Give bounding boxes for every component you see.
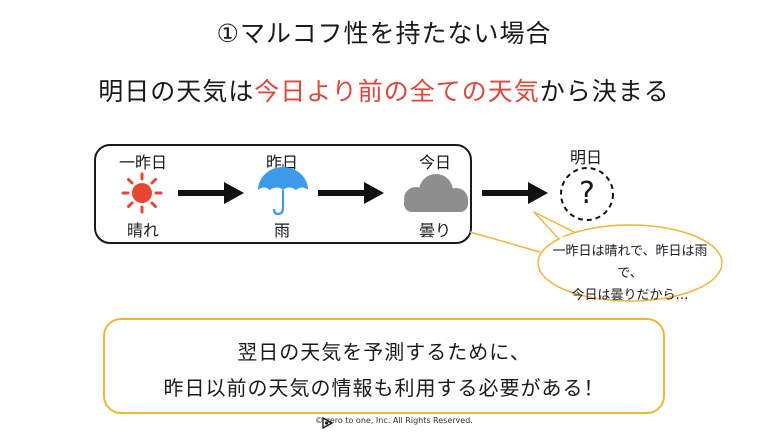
- subtitle-highlight: 今日より前の全ての天気: [254, 77, 540, 106]
- conclusion-box: [103, 318, 665, 414]
- umbrella-icon: [258, 164, 308, 216]
- arrow-3: [482, 182, 548, 204]
- day-label-2: 昨日: [265, 153, 298, 172]
- bubble-text: 一昨日は晴れで、昨日は雨で、 今日は曇りだから…: [545, 241, 715, 307]
- conclusion-line-2: 昨日以前の天気の情報も利用する必要がある！: [163, 376, 605, 400]
- arrow-1: [178, 182, 244, 204]
- sun-icon: [121, 172, 163, 214]
- conclusion-line-1: 翌日の天気を予測するために、: [237, 340, 531, 364]
- tomorrow-unknown-circle: [560, 167, 614, 221]
- copyright-text: © zero to one, Inc. All Rights Reserved.: [315, 416, 473, 425]
- cloud-icon: [404, 174, 468, 212]
- subtitle-suffix: から決まる: [539, 77, 670, 106]
- weather-label-1: 晴れ: [126, 221, 159, 240]
- bubble-line-1: 一昨日は晴れで、昨日は雨で、: [552, 244, 708, 281]
- slide-title: ①マルコフ性を持たない場合: [216, 19, 552, 48]
- arrow-2: [318, 182, 384, 204]
- bubble-line-2: 今日は曇りだから…: [571, 288, 689, 303]
- weather-label-2: 雨: [273, 221, 290, 240]
- bubble-connector: [469, 231, 541, 253]
- day-label-1: 一昨日: [118, 153, 167, 172]
- day-label-3: 今日: [418, 153, 451, 172]
- past-weather-box: [94, 144, 472, 244]
- day-label-tomorrow: 明日: [569, 148, 602, 167]
- copyright-label: zero to one, Inc. All Rights Reserved.: [325, 416, 473, 425]
- slide-subtitle: 明日の天気は今日より前の全ての天気から決まる: [0, 72, 768, 108]
- tomorrow-question-mark: ?: [579, 176, 595, 211]
- company-logo-icon: [322, 416, 334, 430]
- weather-label-3: 曇り: [418, 221, 451, 240]
- speech-bubble: [533, 211, 723, 302]
- subtitle-prefix: 明日の天気は: [98, 77, 255, 106]
